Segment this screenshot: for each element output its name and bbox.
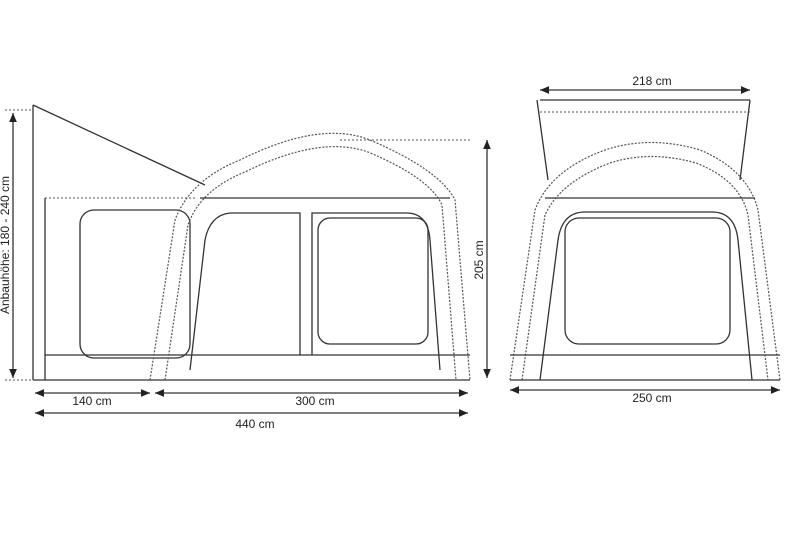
front-view [32, 104, 471, 381]
height-label: 205 cm [472, 240, 486, 279]
side-top-width-label: 218 cm [632, 74, 671, 88]
dimension-lines [5, 86, 780, 417]
side-width-label: 250 cm [632, 391, 671, 405]
side-view [509, 99, 781, 381]
left-width-label: 140 cm [72, 394, 111, 408]
attach-height-label: Anbauhöhe: 180 - 240 cm [0, 176, 12, 314]
total-width-label: 440 cm [235, 417, 274, 431]
main-width-label: 300 cm [295, 394, 334, 408]
